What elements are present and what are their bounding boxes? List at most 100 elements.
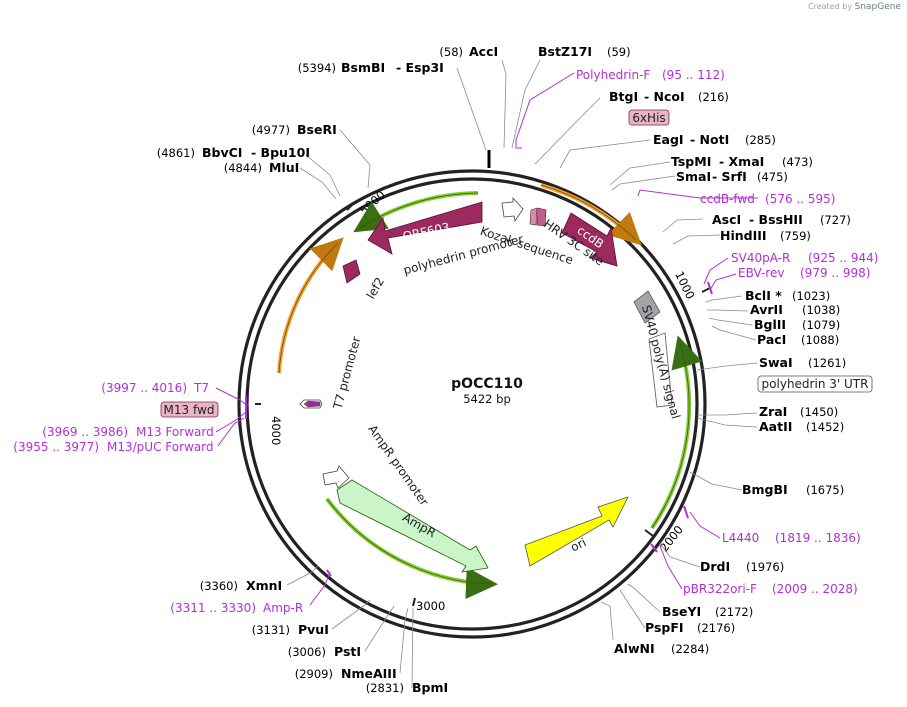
site-esp3i-name[interactable]: - Esp3I bbox=[396, 60, 444, 75]
site-bmgbi-pos: (1675) bbox=[806, 483, 844, 497]
plasmid-name: pOCC110 bbox=[451, 376, 523, 392]
site-tspmi-pos: (473) bbox=[782, 155, 813, 169]
site-aatii-name[interactable]: AatII bbox=[759, 419, 792, 434]
site-bseri-name[interactable]: BseRI bbox=[297, 122, 337, 137]
site-noti-name[interactable]: - NotI bbox=[690, 132, 729, 147]
site-xmai-name[interactable]: - XmaI bbox=[719, 154, 764, 169]
site-eagi-name[interactable]: EagI bbox=[653, 132, 684, 147]
primer-ebv-rev-range: (979 .. 998) bbox=[800, 266, 870, 280]
site-leader-lines bbox=[286, 59, 758, 689]
site-pspfi-name[interactable]: PspFI bbox=[645, 620, 684, 635]
site-ncoi-name[interactable]: - NcoI bbox=[644, 89, 685, 104]
site-bseyi-name[interactable]: BseYI bbox=[662, 604, 701, 619]
primer-t7-range: (3997 .. 4016) bbox=[101, 381, 187, 395]
primer-m13-forward-name[interactable]: M13 Forward bbox=[136, 425, 214, 439]
site-bpu10i-name[interactable]: - Bpu10I bbox=[251, 145, 310, 160]
site-xmni-pos: (3360) bbox=[200, 579, 238, 593]
site-zrai-name[interactable]: ZraI bbox=[759, 404, 787, 419]
m13-fwd-box bbox=[160, 401, 219, 418]
site-pvui-name[interactable]: PvuI bbox=[298, 622, 329, 637]
sv40-feature bbox=[648, 332, 673, 408]
primer-pbr322ori-f-range: (2009 .. 2028) bbox=[772, 582, 858, 596]
site-bstz17i-name[interactable]: BstZ17I bbox=[538, 44, 592, 59]
site-bsmbi-name[interactable]: BsmBI bbox=[341, 60, 385, 75]
site-bglii-pos: (1079) bbox=[802, 318, 840, 332]
brand-name: SnapGene bbox=[854, 2, 901, 12]
site-xmni-name[interactable]: XmnI bbox=[246, 578, 282, 593]
site-bbvci-pos: (4861) bbox=[157, 146, 195, 160]
primer-m13-puc-name[interactable]: M13/pUC Forward bbox=[107, 440, 214, 454]
his-tag-label[interactable]: 6xHis bbox=[632, 111, 665, 125]
ori-label: ori bbox=[568, 535, 588, 554]
primer-ebv-rev-name[interactable]: EBV-rev bbox=[738, 266, 784, 280]
site-drdi-name[interactable]: DrdI bbox=[700, 559, 730, 574]
tick-1000: 1000 bbox=[672, 269, 697, 301]
site-bpmi-pos: (2831) bbox=[366, 681, 404, 695]
primer-m13-forward-range: (3969 .. 3986) bbox=[42, 425, 128, 439]
orf-green-arc-right-edge bbox=[651, 342, 690, 529]
site-hindiii-name[interactable]: HindIII bbox=[720, 228, 767, 243]
site-bcli-name[interactable]: BclI * bbox=[745, 288, 782, 303]
ampr-arrow bbox=[336, 479, 489, 573]
primer-ccdb-fwd-name[interactable]: ccdB-fwd bbox=[700, 192, 755, 206]
brand-prefix: Created by bbox=[808, 2, 853, 11]
tick-3000: 3000 bbox=[416, 599, 445, 613]
primer-ccdb-fwd-range: (576 .. 595) bbox=[765, 192, 835, 206]
ori-arrow bbox=[524, 496, 629, 567]
site-alwni-name[interactable]: AlwNI bbox=[614, 641, 655, 656]
site-acci-name[interactable]: AccI bbox=[469, 44, 498, 59]
site-mlui-name[interactable]: MluI bbox=[269, 160, 299, 175]
site-avrii-pos: (1038) bbox=[802, 303, 840, 317]
primer-polyhedrin-f-name[interactable]: Polyhedrin-F bbox=[576, 68, 650, 82]
site-srfi-name[interactable]: - SrfI bbox=[712, 169, 747, 184]
ampr-promoter-arrow bbox=[322, 465, 350, 489]
his-tag-box bbox=[628, 109, 670, 126]
primer-l4440-name[interactable]: L4440 bbox=[722, 531, 759, 545]
primer-sv40pa-r-name[interactable]: SV40pA-R bbox=[731, 251, 790, 265]
polyhedrin-utr-label[interactable]: polyhedrin 3' UTR bbox=[762, 377, 869, 391]
site-bglii-name[interactable]: BglII bbox=[754, 317, 786, 332]
primer-pbr322ori-f-name[interactable]: pBR322ori-F bbox=[683, 582, 757, 596]
site-bmgbi-name[interactable]: BmgBI bbox=[742, 482, 788, 497]
snapgene-brand: Created by SnapGene bbox=[808, 2, 901, 12]
site-nmeaiii-name[interactable]: NmeAIII bbox=[341, 666, 397, 681]
site-bseri-pos: (4977) bbox=[252, 123, 290, 137]
site-bsmbi-pos: (5394) bbox=[298, 61, 336, 75]
site-psti-pos: (3006) bbox=[288, 645, 326, 659]
site-bpmi-name[interactable]: BpmI bbox=[412, 680, 448, 695]
t7-primer-site bbox=[303, 400, 321, 408]
site-bsshii-name[interactable]: - BssHII bbox=[749, 212, 803, 227]
site-bbvci-name[interactable]: BbvCI bbox=[202, 145, 242, 160]
site-paci-pos: (1088) bbox=[801, 333, 839, 347]
gray-feature-box bbox=[633, 290, 661, 324]
site-swai-name[interactable]: SwaI bbox=[759, 355, 793, 370]
polyhedrin-utr-box bbox=[757, 375, 873, 393]
site-tspmi-name[interactable]: TspMI bbox=[671, 154, 711, 169]
site-alwni-pos: (2284) bbox=[671, 642, 709, 656]
site-swai-pos: (1261) bbox=[808, 356, 846, 370]
tick-4000: 4000 bbox=[269, 416, 283, 445]
site-smai-name[interactable]: SmaI bbox=[676, 169, 711, 184]
orf-orange-arc-top-edge bbox=[540, 184, 637, 241]
orf-green-arc-bottom-edge bbox=[326, 498, 491, 585]
site-paci-name[interactable]: PacI bbox=[757, 332, 786, 347]
primer-leader-lines bbox=[215, 72, 758, 606]
site-psti-name[interactable]: PstI bbox=[334, 644, 361, 659]
site-btgi-name[interactable]: BtgI bbox=[609, 89, 638, 104]
site-eagi-pos: (285) bbox=[745, 133, 776, 147]
site-pspfi-pos: (2176) bbox=[697, 621, 735, 635]
primer-t7-name[interactable]: T7 bbox=[193, 381, 209, 395]
orf-green-arc-top-edge bbox=[359, 192, 479, 229]
lef2-arrow bbox=[342, 259, 361, 284]
site-bstz17i-pos: (59) bbox=[607, 45, 631, 59]
site-avrii-name[interactable]: AvrII bbox=[750, 302, 783, 317]
m13-fwd-label[interactable]: M13 fwd bbox=[164, 403, 215, 417]
site-asci-name[interactable]: AscI bbox=[712, 212, 741, 227]
site-smai-pos: (475) bbox=[757, 170, 788, 184]
primer-m13-puc-range: (3955 .. 3977) bbox=[13, 440, 99, 454]
plasmid-length: 5422 bp bbox=[463, 392, 511, 406]
primer-amp-r-range: (3311 .. 3330) bbox=[170, 601, 256, 615]
primer-amp-r-name[interactable]: Amp-R bbox=[263, 601, 303, 615]
lef2-label: lef2 bbox=[364, 275, 387, 302]
